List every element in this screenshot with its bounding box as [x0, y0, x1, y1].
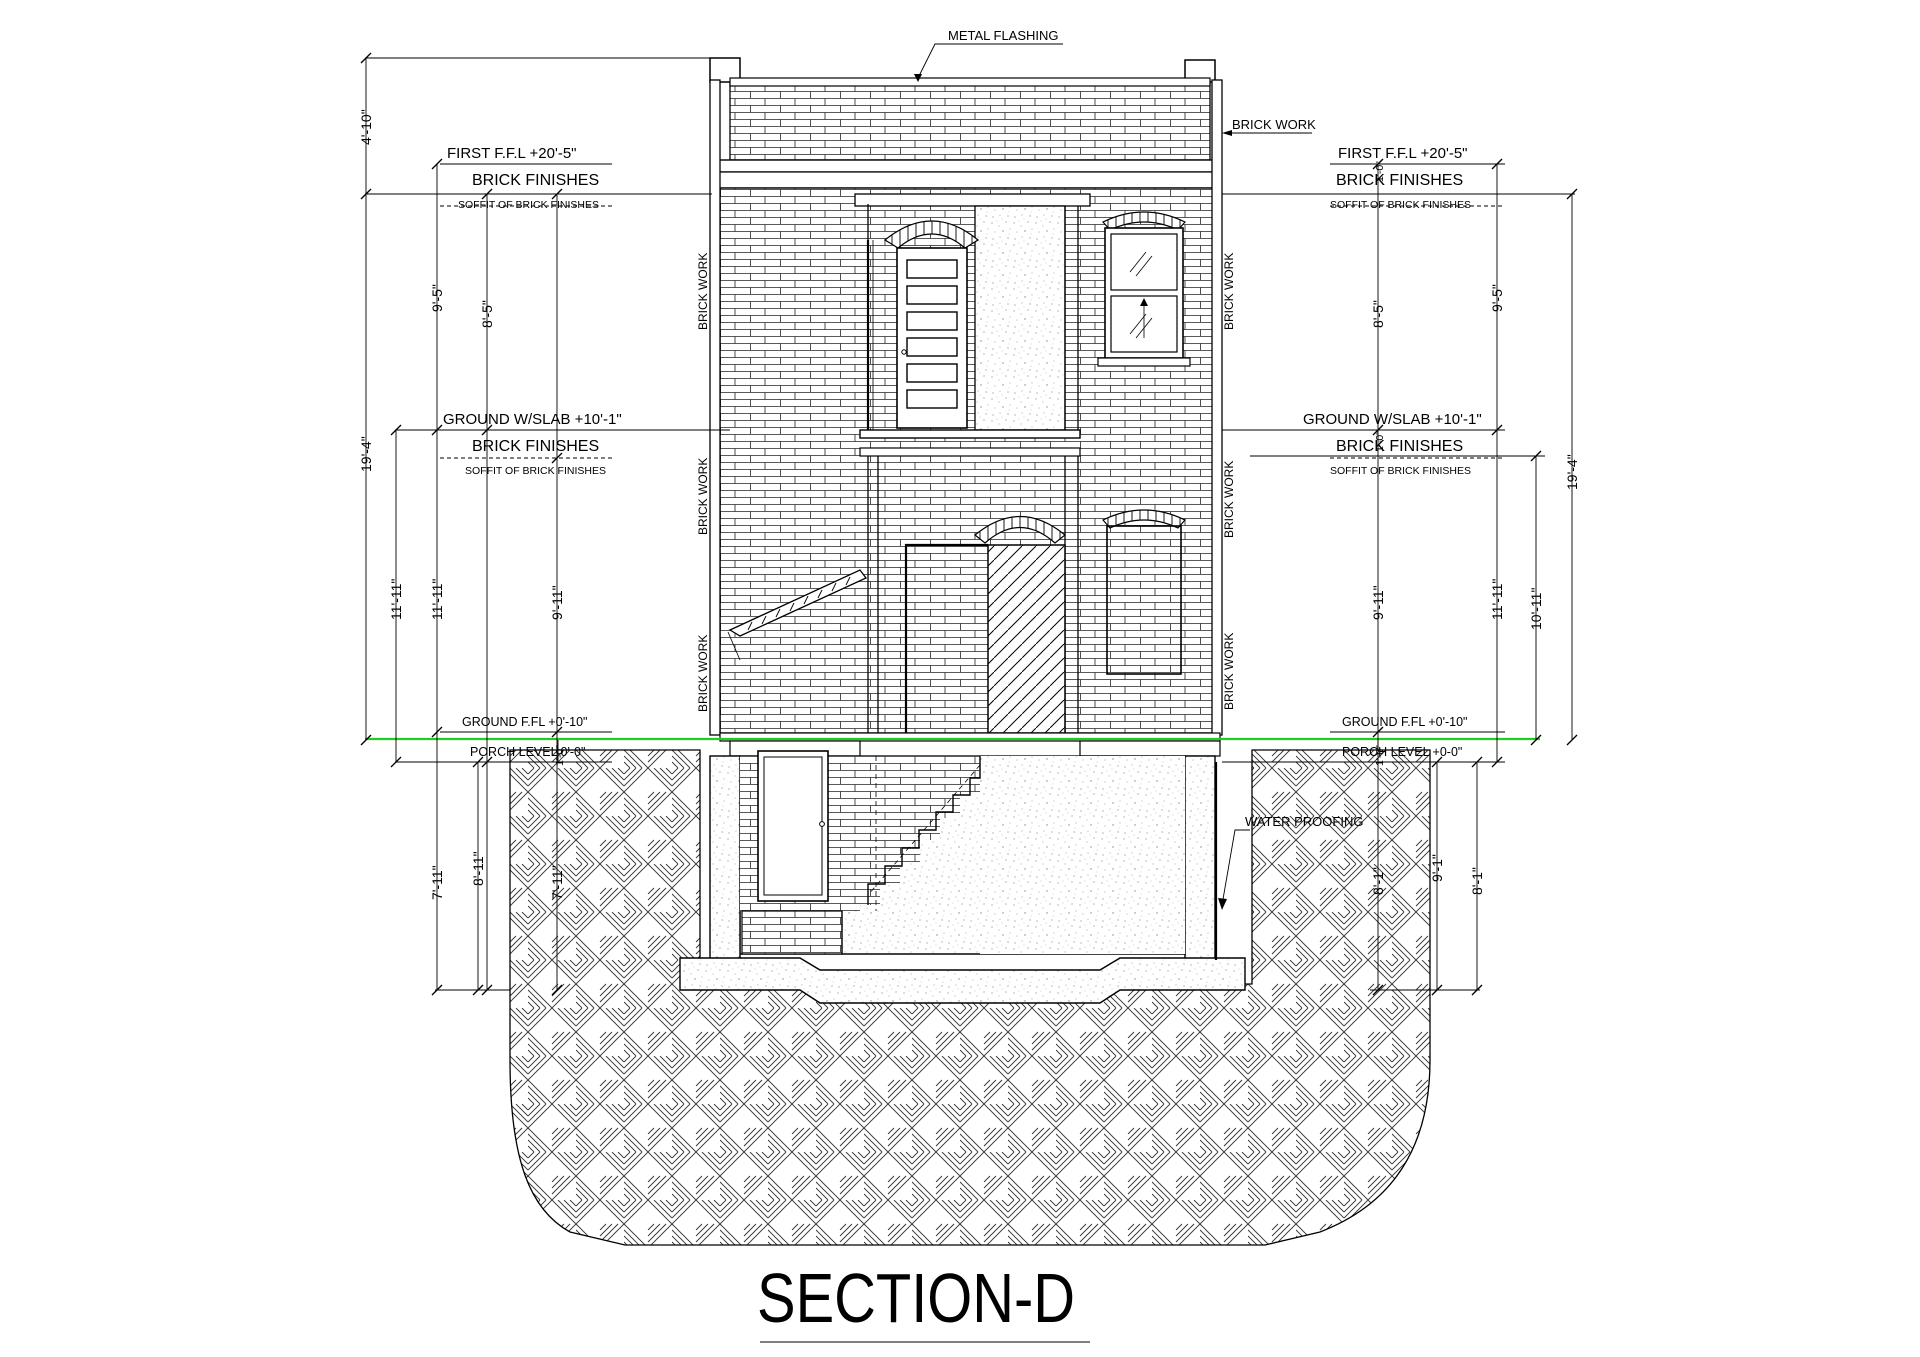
dimension-lines	[365, 58, 1573, 990]
basement-stair-fill	[860, 756, 1185, 954]
parapet-brick	[729, 79, 1211, 161]
dim-left-basement-a: 7'-11"	[429, 865, 445, 900]
ground-slab	[859, 429, 1081, 439]
upper-header	[854, 193, 1091, 207]
leaders	[917, 43, 1312, 906]
wall-left-edge	[709, 79, 721, 736]
vlabel-brickwork-left-2: BRICK WORK	[696, 458, 710, 535]
note-water-proofing: WATER PROOFING	[1245, 814, 1363, 829]
lower-stair-rail	[904, 543, 988, 733]
wall-right-edge	[1211, 79, 1223, 736]
dim-left-step: 1'-0"	[554, 745, 566, 766]
basement-footing	[679, 957, 1246, 1004]
upper-window-sill	[1097, 357, 1191, 367]
basement-right-wall	[1184, 755, 1216, 962]
left-ground-ffl: GROUND F.FL +0'-10"	[462, 715, 588, 729]
waterproof-arrowhead	[1218, 898, 1227, 910]
dim-right-overall: 19'-4"	[1564, 454, 1580, 490]
vlabel-brickwork-left-1: BRICK WORK	[696, 253, 710, 330]
basement-entry-steps	[741, 910, 843, 955]
right-ground-slab: GROUND W/SLAB +10'-1"	[1303, 411, 1482, 428]
building	[709, 57, 1223, 757]
right-brick-finishes-1: BRICK FINISHES	[1336, 172, 1463, 189]
dim-right-upper-clear: 8'-5"	[1370, 300, 1386, 328]
lower-door-arch	[974, 516, 1066, 544]
upper-window-arch	[1102, 211, 1186, 231]
dim-left-parapet: 4'-10"	[358, 109, 374, 145]
threshold-strip	[719, 732, 1221, 742]
dim-right-upper-floor: 9'-5"	[1489, 284, 1505, 312]
dim-right-lower-clear: 9'-11"	[1370, 585, 1386, 620]
dim-left-lower-b: 11'-11"	[429, 579, 445, 620]
note-metal-flashing: METAL FLASHING	[948, 28, 1059, 43]
vlabel-brickwork-right-2: BRICK WORK	[1222, 461, 1236, 538]
right-soffit-1: SOFFIT OF BRICK FINISHES	[1330, 199, 1471, 211]
roof-cornice-2	[714, 171, 1221, 189]
left-first-ffl: FIRST F.F.L +20'-5"	[447, 145, 577, 162]
right-soffit-2: SOFFIT OF BRICK FINISHES	[1330, 465, 1471, 477]
dimension-ticks	[360, 52, 1578, 996]
left-ground-slab: GROUND W/SLAB +10'-1"	[443, 411, 622, 428]
dim-left-lower-a: 11'-11"	[388, 579, 404, 620]
basement-door-knob	[819, 821, 825, 827]
coping-left	[709, 57, 741, 83]
right-ground-ffl: GROUND F.FL +0'-10"	[1342, 715, 1468, 729]
roof-cornice	[714, 159, 1221, 173]
vlabel-brickwork-right-1: BRICK WORK	[1222, 253, 1236, 330]
dim-left-lower-clear: 9'-11"	[549, 585, 565, 620]
right-porch-level: PORCH LEVEL +0-0"	[1342, 745, 1462, 759]
dim-left-upper-clear: 8'-5"	[479, 300, 495, 328]
metal-flashing-strip	[729, 77, 1211, 87]
vlabel-brickwork-right-3: BRICK WORK	[1222, 633, 1236, 710]
dim-right-basement-c: 8'-1"	[1469, 867, 1485, 895]
lower-window-frame	[1106, 525, 1182, 675]
lower-door-hatch	[987, 544, 1066, 734]
lower-window-arch	[1102, 509, 1186, 529]
dim-right-step-2: 1'-0"	[1374, 431, 1386, 452]
dim-right-basement-b: 9'-1"	[1429, 854, 1445, 882]
dim-left-basement-b: 8'-11"	[470, 851, 486, 886]
dim-right-basement-a: 8'-1"	[1370, 867, 1386, 895]
upper-door-panels	[906, 259, 958, 409]
dim-left-upper-floor: 9'-5"	[429, 284, 445, 312]
level-lines	[365, 57, 1575, 991]
left-soffit-1: SOFFIT OF BRICK FINISHES	[458, 199, 599, 211]
right-brick-finishes-2: BRICK FINISHES	[1336, 438, 1463, 455]
upper-door-knob	[901, 349, 907, 355]
vlabel-brickwork-left-3: BRICK WORK	[696, 635, 710, 712]
dim-right-lower-b: 10'-11"	[1528, 588, 1544, 630]
basement-left-wall	[709, 755, 741, 962]
dim-left-basement-c: 7'-11"	[549, 865, 565, 900]
left-brick-finishes-2: BRICK FINISHES	[472, 438, 599, 455]
dim-left-overall: 19'-4"	[358, 436, 374, 472]
left-porch-level: PORCH LEVEL 0'-0"	[470, 745, 585, 759]
dim-right-step-1: 1'-0"	[1374, 161, 1386, 182]
left-soffit-2: SOFFIT OF BRICK FINISHES	[465, 465, 606, 477]
brickwork-arrowhead	[1222, 130, 1232, 136]
upper-concrete-column	[974, 205, 1066, 431]
dim-right-step-3: 1'-0"	[1374, 745, 1386, 766]
basement	[679, 750, 1246, 1004]
dim-right-lower-a: 11'-11"	[1489, 579, 1505, 620]
left-brick-finishes-1: BRICK FINISHES	[472, 172, 599, 189]
flashing-arrowhead	[914, 74, 922, 82]
upper-door-arch	[883, 220, 980, 249]
right-first-ffl: FIRST F.F.L +20'-5"	[1338, 145, 1468, 162]
note-brick-work-roof: BRICK WORK	[1232, 117, 1316, 132]
section-title: SECTION-D	[757, 1259, 1075, 1337]
